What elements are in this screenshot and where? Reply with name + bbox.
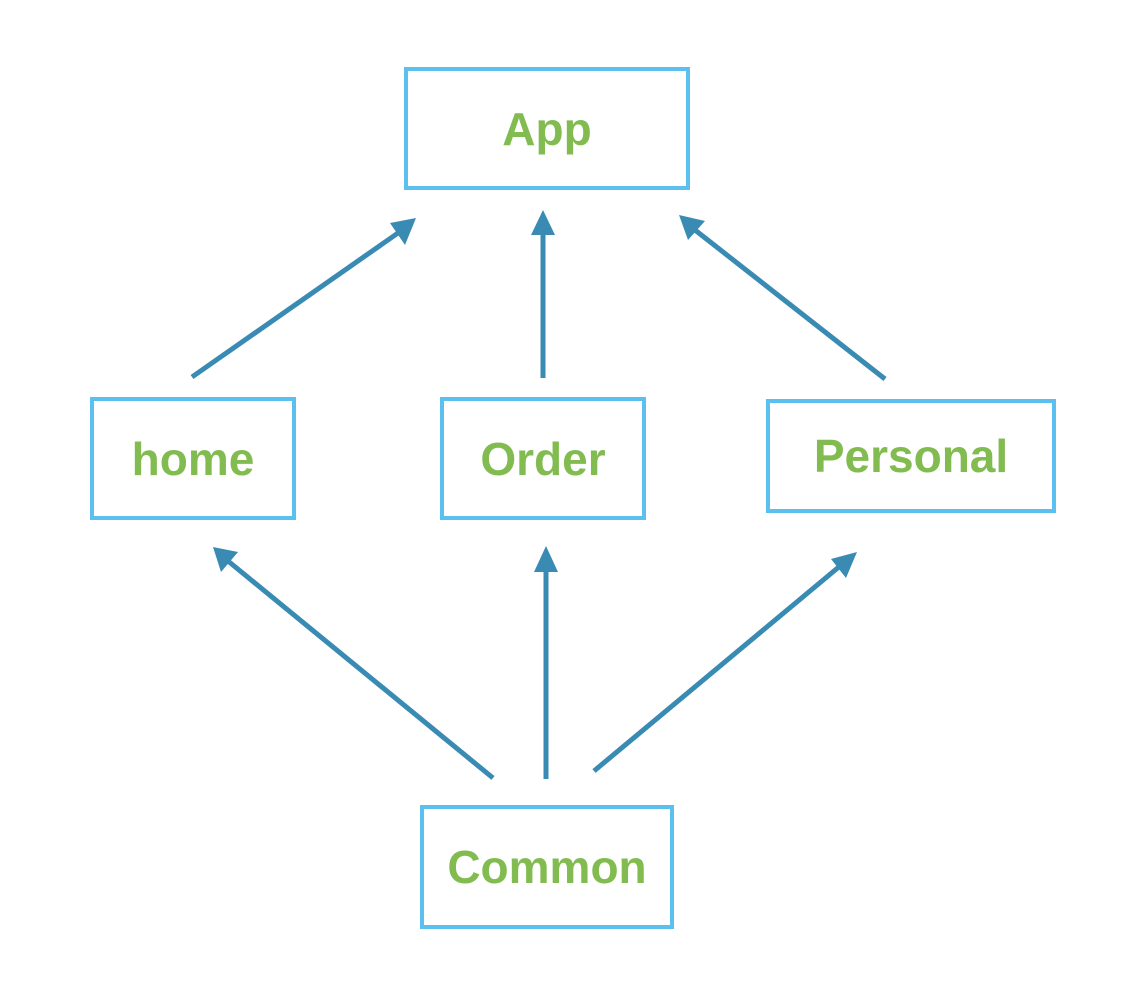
node-home: home xyxy=(90,397,296,520)
node-order-label: Order xyxy=(480,432,606,485)
arrowhead-icon xyxy=(531,210,555,235)
arrowhead-icon xyxy=(679,215,705,240)
node-common-label: Common xyxy=(447,841,647,893)
node-personal-label: Personal xyxy=(813,430,1009,482)
node-app-label: App xyxy=(502,102,592,155)
node-common: Common xyxy=(420,805,674,929)
edge-order-to-app xyxy=(531,210,555,378)
node-app: App xyxy=(404,67,690,190)
edge-common-to-home xyxy=(213,547,495,780)
edge-common-to-personal xyxy=(592,552,857,773)
node-home-label: home xyxy=(131,432,255,485)
edge-personal-to-app xyxy=(679,215,887,381)
arrowhead-icon xyxy=(534,546,558,572)
arrowhead-icon xyxy=(213,547,238,572)
edge-common-to-order xyxy=(534,546,558,779)
node-personal: Personal xyxy=(766,399,1056,513)
arrowhead-icon xyxy=(831,552,857,578)
node-order: Order xyxy=(440,397,646,520)
edge-home-to-app xyxy=(190,218,416,380)
arrowhead-icon xyxy=(390,218,416,245)
